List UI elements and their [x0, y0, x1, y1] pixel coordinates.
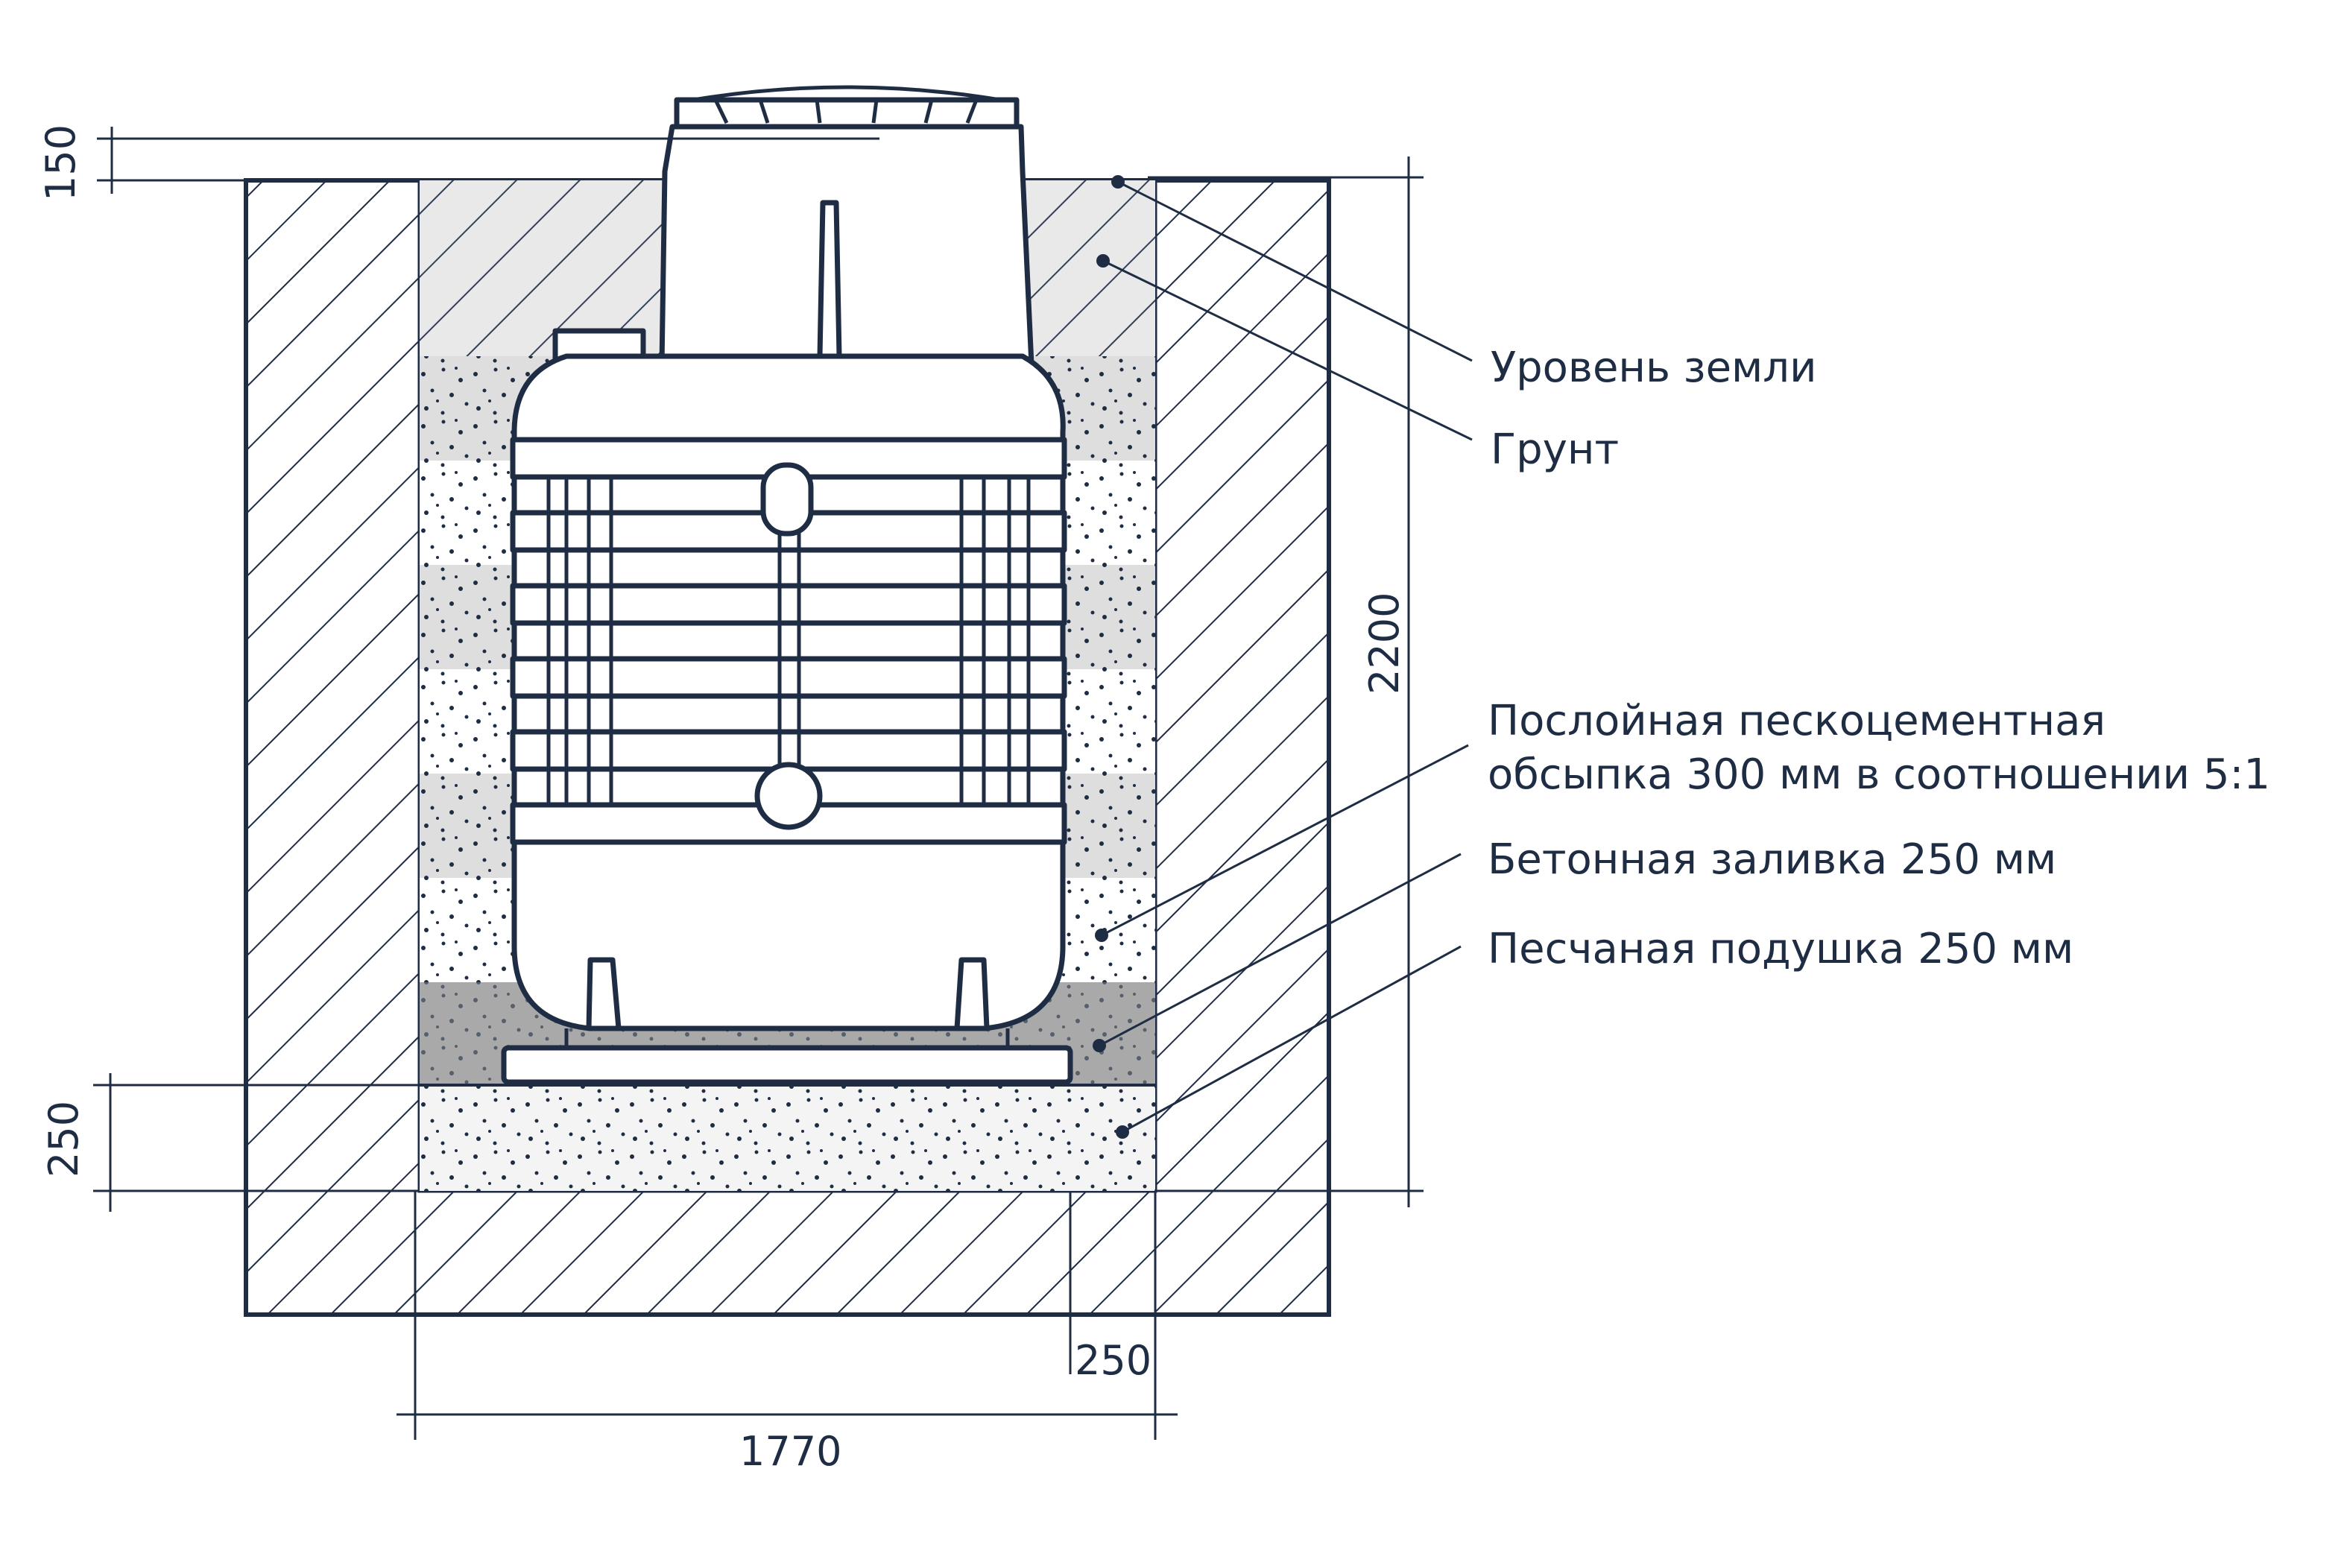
tank-lid: [674, 97, 1020, 130]
dim-pit-width: 1770: [739, 1428, 841, 1475]
dim-cushion-height: 250: [40, 1101, 87, 1177]
dim-top-offset: 150: [37, 124, 84, 201]
tank-base-plate: [501, 1045, 1073, 1085]
dim-side-gap: 250: [1075, 1337, 1152, 1384]
tank-port-lower: [754, 762, 823, 830]
label-sand-cushion: Песчаная подушка 250 мм: [1488, 925, 2073, 973]
callout-labels: Уровень земли Грунт Послойная пескоцемен…: [1488, 344, 2270, 973]
label-backfill-line1: Послойная пескоцементная: [1488, 697, 2106, 745]
callout-dots: [1093, 175, 1129, 1139]
label-ground-level: Уровень земли: [1491, 344, 1816, 392]
tank-port-upper: [760, 462, 814, 537]
septic-tank: [501, 85, 1073, 1085]
callout-leaders: [1099, 180, 1473, 1134]
label-concrete: Бетонная заливка 250 мм: [1488, 835, 2056, 884]
label-soil: Грунт: [1491, 426, 1619, 474]
dimension-lines: [93, 127, 1424, 1440]
tank-neck: [659, 124, 1034, 368]
label-backfill-line2: обсыпка 300 мм в соотношении 5:1: [1488, 750, 2270, 799]
sand-cushion-layer: [420, 1084, 1155, 1191]
dimension-labels: 150 2200 250 250 1770: [37, 124, 1408, 1475]
dim-total-height: 2200: [1361, 592, 1408, 695]
